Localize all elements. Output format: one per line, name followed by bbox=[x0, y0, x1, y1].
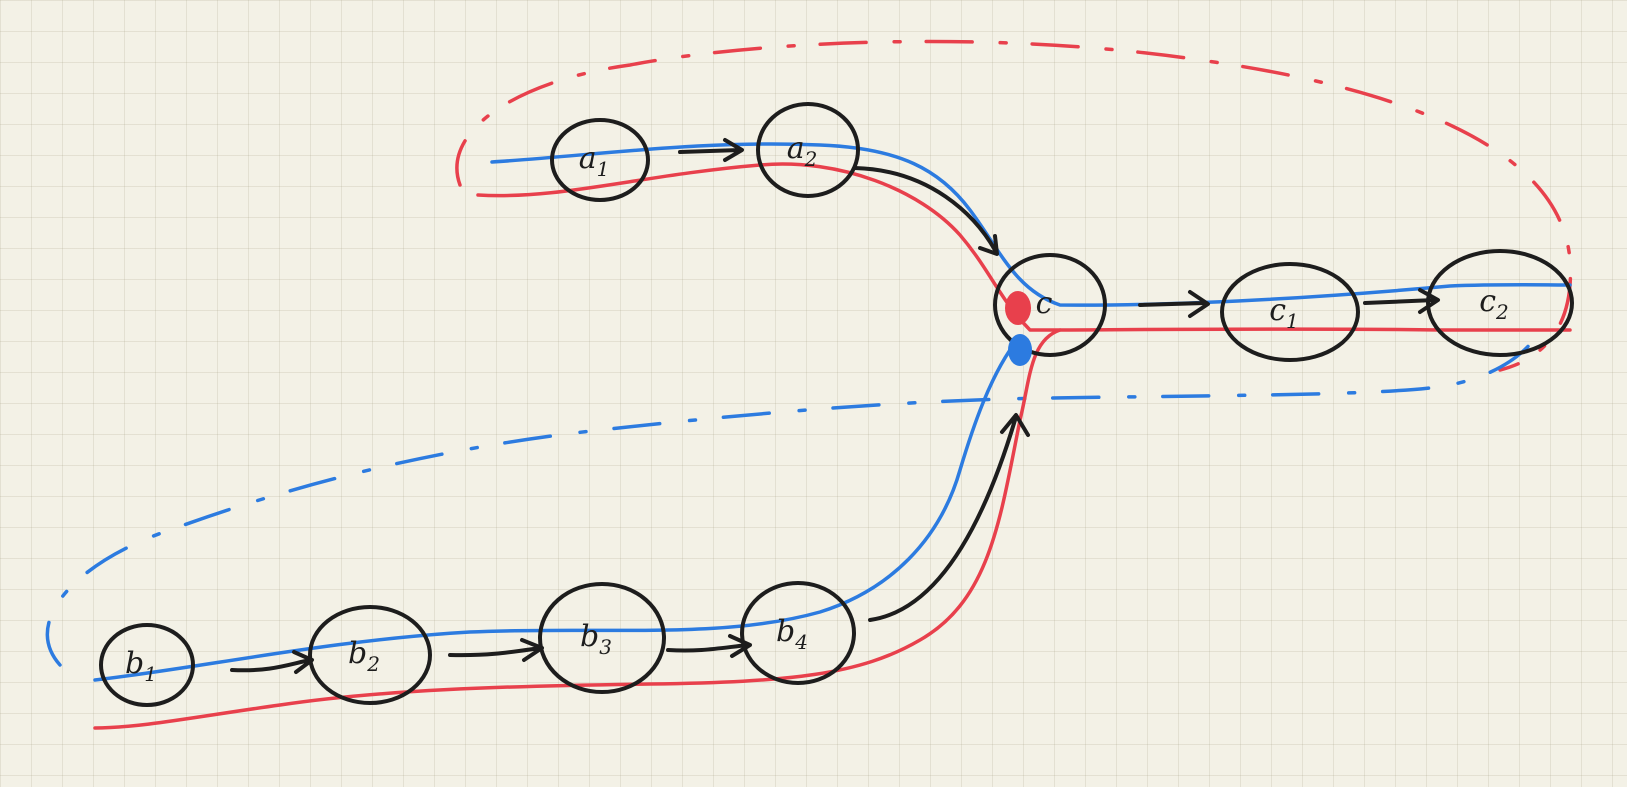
node-label: b3 bbox=[580, 619, 612, 659]
node-label: c2 bbox=[1479, 284, 1509, 324]
edge-b3-b4 bbox=[666, 634, 752, 658]
edge-a2-c bbox=[853, 166, 999, 256]
node-c: c bbox=[993, 253, 1107, 357]
edge-b2-b3 bbox=[448, 638, 544, 662]
node-subscript: 2 bbox=[804, 147, 818, 171]
node-label: b4 bbox=[776, 614, 808, 654]
edge-b4-c bbox=[868, 413, 1030, 622]
node-subscript: 1 bbox=[1286, 309, 1299, 333]
blue-junction-dot bbox=[1008, 334, 1032, 366]
blue-path-loop-dashed bbox=[45, 328, 1542, 667]
node-circle bbox=[538, 582, 666, 694]
edge-a1-a2 bbox=[678, 138, 744, 162]
node-subscript: 1 bbox=[144, 662, 157, 686]
node-label: b2 bbox=[348, 636, 380, 676]
node-a2: a2 bbox=[756, 102, 860, 198]
node-label: b1 bbox=[125, 646, 157, 686]
blue-path bbox=[93, 348, 1012, 682]
node-b4: b4 bbox=[740, 581, 856, 685]
node-subscript: 1 bbox=[597, 157, 610, 181]
node-a1: a1 bbox=[550, 118, 650, 202]
node-label: c bbox=[1036, 286, 1053, 321]
node-subscript: 2 bbox=[366, 652, 380, 676]
node-subscript: 2 bbox=[1495, 300, 1509, 324]
node-label: a2 bbox=[787, 131, 818, 171]
node-b3: b3 bbox=[538, 582, 666, 694]
node-subscript: 4 bbox=[794, 630, 808, 654]
blue-path-upper bbox=[490, 142, 1572, 307]
red-path-loop-dashed bbox=[455, 39, 1573, 372]
node-b1: b1 bbox=[99, 623, 195, 707]
red-junction-dot bbox=[1005, 291, 1031, 325]
node-circle bbox=[1426, 249, 1574, 357]
red-path-lower bbox=[93, 328, 1062, 730]
node-circle bbox=[308, 605, 432, 705]
node-c1: c1 bbox=[1220, 262, 1360, 362]
node-circle bbox=[550, 118, 650, 202]
node-b2: b2 bbox=[308, 605, 432, 705]
node-circle bbox=[993, 253, 1107, 357]
edge-c-c1 bbox=[1138, 290, 1210, 318]
node-label: a1 bbox=[579, 141, 610, 181]
node-circle bbox=[740, 581, 856, 685]
node-circle bbox=[756, 102, 860, 198]
node-subscript: 3 bbox=[599, 635, 612, 659]
edge-c1-c2 bbox=[1363, 288, 1440, 314]
node-c2: c2 bbox=[1426, 249, 1574, 357]
node-circle bbox=[1220, 262, 1360, 362]
node-circle bbox=[99, 623, 195, 707]
